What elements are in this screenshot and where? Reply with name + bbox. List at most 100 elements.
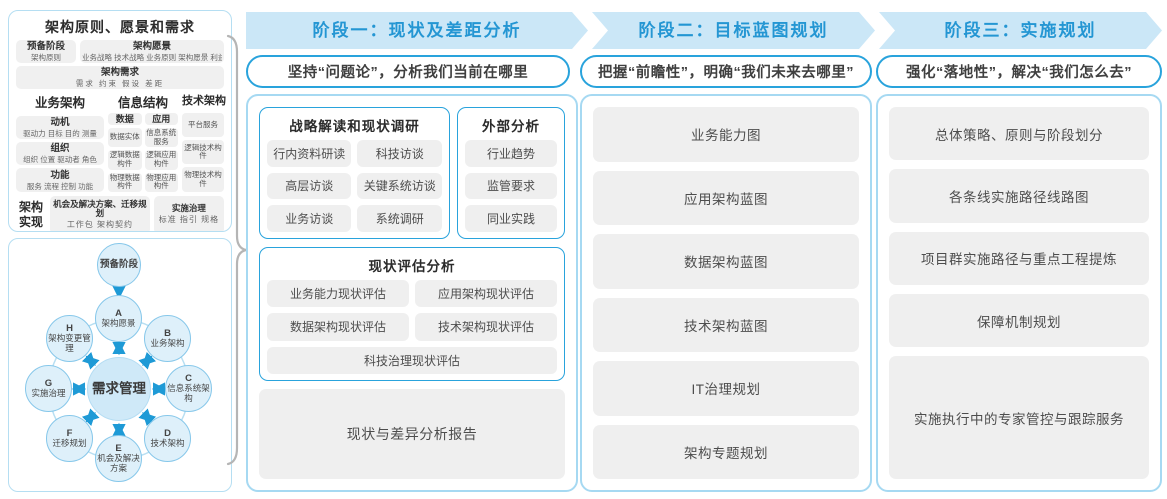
- technical-architecture-column: 技术架构 平台服务 逻辑技术构件 物理技术构件: [182, 92, 226, 192]
- prep-phase-title: 预备阶段: [26, 41, 65, 52]
- strategy-research-title: 战略解读和现状调研: [289, 119, 420, 134]
- internal-material-study: 行内资料研读: [267, 140, 352, 167]
- architecture-requirements-box: 架构需求 需求 约束 假设 差距: [16, 65, 224, 89]
- prep-phase-detail: 架构原则: [31, 52, 61, 62]
- architecture-columns: 业务架构 动机 驱动力 目标 目的 测量 组织 组织 位置 驱动者 角色 功能 …: [16, 92, 226, 192]
- phase2-header: 阶段二：目标蓝图规划: [592, 12, 875, 49]
- architecture-framework-panel: 架构原则、愿景和需求 预备阶段 架构原则 架构愿景 业务战略 技术战略 业务原则…: [8, 10, 232, 232]
- function-detail: 服务 流程 控制 功能: [26, 181, 94, 191]
- node-h-letter: H: [66, 322, 73, 334]
- logical-tech-component-box: 逻辑技术构件: [182, 140, 224, 165]
- prep-phase-box: 预备阶段 架构原则: [16, 40, 76, 63]
- current-state-assessment-box: 现状评估分析 业务能力现状评估 应用架构现状评估 数据架构现状评估 技术架构现状…: [259, 247, 565, 381]
- node-g-label: 实施治理: [31, 388, 66, 399]
- node-e-letter: E: [115, 442, 122, 454]
- phase1-panel: 战略解读和现状调研 行内资料研读 科技访谈 高层访谈 关键系统访谈 业务访谈 系…: [246, 94, 578, 492]
- adm-cycle-panel: 预备阶段 需求管理 A 架构愿景 B 业务架构 C 信息系统架构 D 技术架构 …: [8, 238, 232, 492]
- node-f-migration-planning: F 迁移规划: [46, 415, 93, 462]
- information-structure-column: 信息结构 数据 数据实体 逻辑数据构件 物理数据构件 应用 信息系统服务 逻辑应…: [108, 92, 178, 192]
- it-governance-assessment: 科技治理现状评估: [267, 346, 557, 374]
- opportunities-migration-box: 机会及解决方案、迁移规划 工作包 架构契约: [50, 195, 150, 231]
- motivation-detail: 驱动力 目标 目的 测量: [23, 128, 97, 138]
- implementation-governance-box: 实施治理 标准 指引 规格: [153, 195, 224, 231]
- gap-analysis-report-box: 现状与差异分析报告: [259, 389, 565, 479]
- technical-architecture-blueprint: 技术架构蓝图: [593, 297, 859, 352]
- key-system-interviews: 关键系统访谈: [357, 172, 442, 200]
- business-capability-assessment: 业务能力现状评估: [267, 280, 409, 308]
- architecture-realization-row: 架构实现 机会及解决方案、迁移规划 工作包 架构契约 实施治理 标准 指引 规格: [16, 195, 224, 231]
- safeguard-mechanism-planning: 保障机制规划: [889, 293, 1149, 348]
- node-b-business-architecture: B 业务架构: [144, 315, 191, 362]
- application-architecture-assessment: 应用架构现状评估: [415, 280, 557, 308]
- data-subheader: 数据: [108, 112, 142, 126]
- platform-service-box: 平台服务: [182, 112, 224, 138]
- peer-practice: 同业实践: [464, 205, 557, 232]
- phase3-panel: 总体策略、原则与阶段划分 各条线实施路径线路图 项目群实施路径与重点工程提炼 保…: [876, 94, 1162, 492]
- logical-app-component-box: 逻辑应用构件: [144, 150, 178, 170]
- architecture-requirements-detail: 需求 约束 假设 差距: [75, 78, 165, 88]
- line-implementation-roadmap: 各条线实施路径线路图: [889, 169, 1149, 223]
- architecture-vision-detail: 业务战略 技术战略 业务原则 架构愿景 利益相关者: [82, 52, 222, 62]
- architecture-vision-box: 架构愿景 业务战略 技术战略 业务原则 架构愿景 利益相关者: [80, 40, 224, 63]
- node-c-letter: C: [185, 372, 192, 384]
- node-f-label: 迁移规划: [52, 438, 87, 449]
- node-f-letter: F: [66, 427, 73, 439]
- physical-app-component-box: 物理应用构件: [144, 172, 178, 192]
- function-box: 功能 服务 流程 控制 功能: [16, 168, 104, 192]
- node-h-architecture-change-management: H 架构变更管理: [46, 315, 93, 362]
- physical-data-component-box: 物理数据构件: [108, 172, 142, 192]
- requirements-management-circle: 需求管理: [87, 357, 151, 421]
- phase1-subtitle: 坚持“问题论”，分析我们当前在哪里: [246, 55, 570, 88]
- phase1-research-row: 战略解读和现状调研 行内资料研读 科技访谈 高层访谈 关键系统访谈 业务访谈 系…: [259, 107, 565, 239]
- it-governance-planning: IT治理规划: [593, 361, 859, 416]
- node-d-letter: D: [164, 427, 171, 439]
- program-path-key-projects: 项目群实施路径与重点工程提炼: [889, 231, 1149, 285]
- opportunities-migration-detail: 工作包 架构契约: [66, 220, 134, 230]
- node-c-label: 信息系统架构: [167, 383, 210, 403]
- center-d-arrow: [138, 408, 157, 427]
- technical-architecture-header: 技术架构: [182, 94, 226, 107]
- node-a-label: 架构愿景: [101, 318, 136, 329]
- node-d-technical-architecture: D 技术架构: [144, 415, 191, 462]
- node-g-letter: G: [44, 377, 53, 389]
- node-g-implementation-governance: G 实施治理: [25, 365, 72, 412]
- information-structure-header: 信息结构: [117, 95, 168, 110]
- node-b-letter: B: [164, 327, 171, 339]
- application-architecture-blueprint: 应用架构蓝图: [593, 170, 859, 225]
- prep-phase-circle: 预备阶段: [97, 243, 141, 287]
- phase2-subtitle: 把握“前瞻性”，明确“我们未来去哪里”: [580, 55, 872, 88]
- architecture-vision-title: 架构愿景: [132, 41, 171, 52]
- business-capability-map: 业务能力图: [593, 107, 859, 162]
- overall-strategy-principles-stages: 总体策略、原则与阶段划分: [889, 107, 1149, 161]
- motivation-title: 动机: [50, 116, 70, 128]
- node-c-information-system-architecture: C 信息系统架构: [165, 365, 212, 412]
- phase2-panel: 业务能力图 应用架构蓝图 数据架构蓝图 技术架构蓝图 IT治理规划 架构专题规划: [580, 94, 872, 492]
- business-architecture-column: 业务架构 动机 驱动力 目标 目的 测量 组织 组织 位置 驱动者 角色 功能 …: [16, 92, 104, 192]
- center-h-arrow: [81, 351, 100, 370]
- center-b-arrow: [138, 351, 157, 370]
- architecture-topic-planning: 架构专题规划: [593, 424, 859, 479]
- external-analysis-grid: 行业趋势 监管要求 同业实践: [464, 140, 557, 232]
- data-entity-box: 数据实体: [108, 128, 142, 148]
- information-subcolumns: 数据 数据实体 逻辑数据构件 物理数据构件 应用 信息系统服务 逻辑应用构件 物…: [108, 112, 178, 192]
- strategy-research-grid: 行内资料研读 科技访谈 高层访谈 关键系统访谈 业务访谈 系统调研: [267, 140, 442, 232]
- business-architecture-header: 业务架构: [34, 95, 85, 110]
- physical-tech-component-box: 物理技术构件: [182, 167, 224, 192]
- architecture-requirements-title: 架构需求: [100, 66, 139, 78]
- organization-detail: 组织 位置 驱动者 角色: [23, 155, 97, 165]
- strategy-research-box: 战略解读和现状调研 行内资料研读 科技访谈 高层访谈 关键系统访谈 业务访谈 系…: [259, 107, 450, 239]
- prep-vision-row: 预备阶段 架构原则 架构愿景 业务战略 技术战略 业务原则 架构愿景 利益相关者: [16, 40, 224, 63]
- organization-title: 组织: [50, 143, 70, 155]
- assessment-grid: 业务能力现状评估 应用架构现状评估 数据架构现状评估 技术架构现状评估 科技治理…: [267, 280, 557, 374]
- current-state-assessment-title: 现状评估分析: [368, 259, 456, 274]
- business-interviews: 业务访谈: [267, 205, 352, 232]
- architecture-realization-label: 架构实现: [18, 200, 43, 229]
- node-e-opportunities-solutions: E 机会及解决方案: [95, 435, 142, 482]
- data-architecture-assessment: 数据架构现状评估: [267, 313, 409, 341]
- phase1-content: 战略解读和现状调研 行内资料研读 科技访谈 高层访谈 关键系统访谈 业务访谈 系…: [259, 107, 565, 479]
- tech-interviews: 科技访谈: [357, 140, 442, 167]
- node-d-label: 技术架构: [150, 438, 185, 449]
- phase3-header: 阶段三：实施规划: [879, 12, 1162, 49]
- system-research: 系统调研: [357, 205, 442, 232]
